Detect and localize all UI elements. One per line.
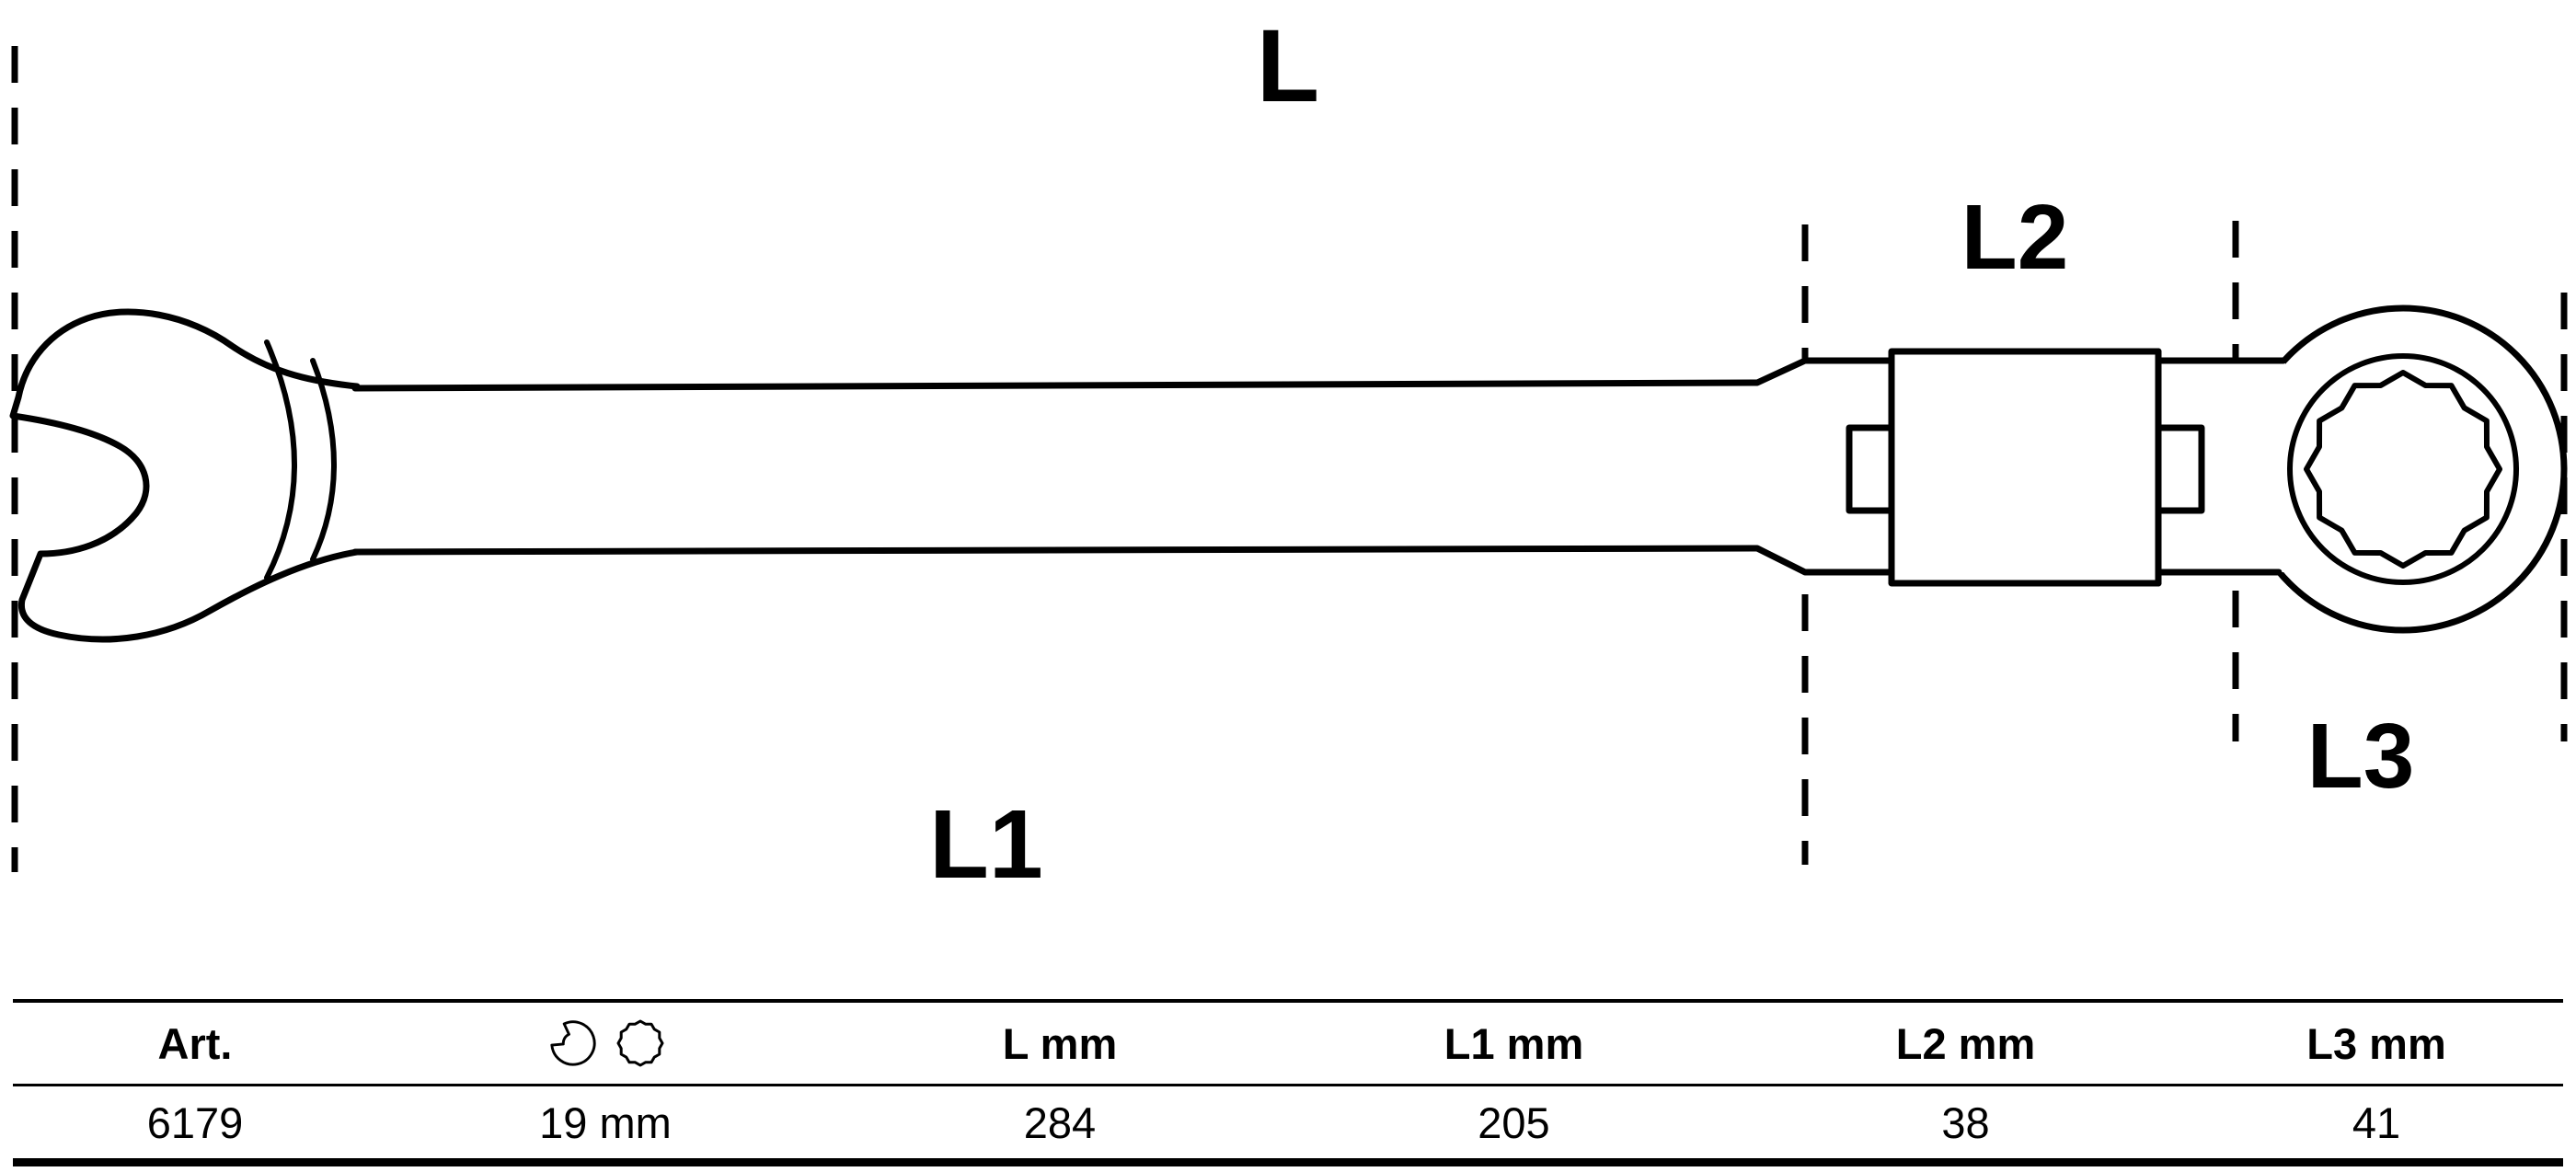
dimension-label-l1: L1 <box>929 790 1043 899</box>
dimension-label-l: L <box>1256 8 1320 123</box>
header-size-icons <box>377 1003 834 1084</box>
value-size: 19 mm <box>539 1097 672 1147</box>
ring-12-point-icon <box>616 1019 664 1067</box>
open-end-wrench-icon <box>550 1020 596 1066</box>
header-l-mm: L mm <box>1002 1018 1118 1068</box>
value-l2: 38 <box>1941 1097 1990 1147</box>
open-end-head-fill <box>13 311 357 639</box>
table-value-row: 6179 19 mm 284 205 38 41 <box>13 1086 2563 1158</box>
wrench-technical-drawing <box>9 46 2568 872</box>
neck-fillet-line-2 <box>310 358 337 562</box>
header-l1-mm: L1 mm <box>1443 1018 1584 1068</box>
table-header-row: Art. L mm L1 mm L2 mm L3 mm <box>13 1003 2563 1086</box>
handle-fill <box>355 361 1892 572</box>
ring-12-point-profile <box>2304 370 2502 569</box>
neck-fillet-line-1 <box>264 339 297 580</box>
head-fork-fill <box>2158 361 2285 572</box>
value-l: 284 <box>1023 1097 1097 1147</box>
value-art-number: 6179 <box>146 1097 244 1147</box>
spec-table: Art. L mm L1 mm L2 mm L3 mm 6179 19 mm 2… <box>13 999 2563 1166</box>
dimension-label-l3: L3 <box>2306 705 2415 808</box>
open-end-head-outline <box>9 308 361 643</box>
value-l3: 41 <box>2352 1097 2401 1147</box>
handle-outline <box>351 357 1895 576</box>
wrench-outline-group <box>9 304 2568 643</box>
header-l2-mm: L2 mm <box>1895 1018 2036 1068</box>
dimension-label-l2: L2 <box>1961 186 2069 289</box>
value-l1: 205 <box>1478 1097 1550 1147</box>
flex-joint-barrel <box>1888 348 2162 587</box>
header-l3-mm: L3 mm <box>2306 1018 2446 1068</box>
header-art: Art. <box>157 1018 233 1068</box>
